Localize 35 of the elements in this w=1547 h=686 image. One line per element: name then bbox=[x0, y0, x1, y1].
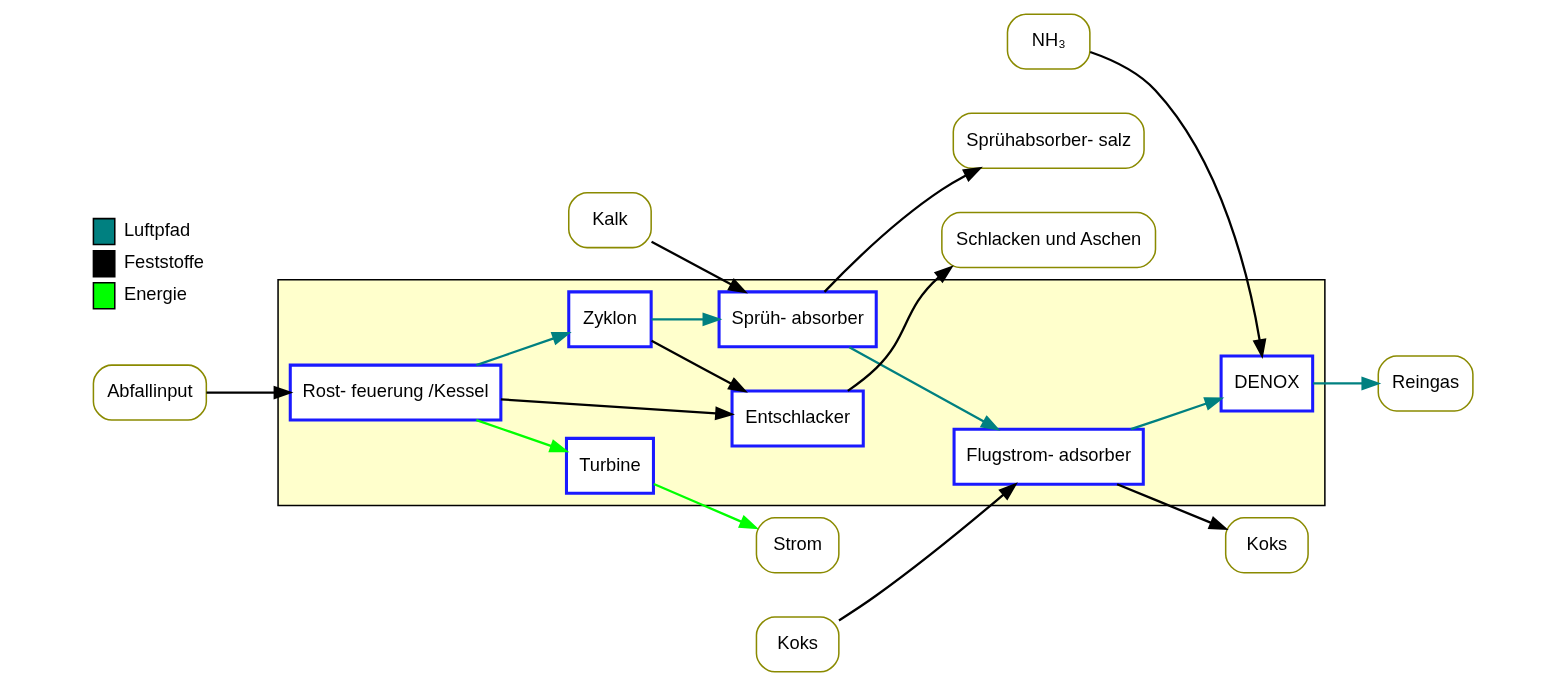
arrow bbox=[837, 482, 1018, 622]
arrow bbox=[1089, 50, 1266, 359]
arrow bbox=[650, 339, 748, 393]
node-box: Turbine bbox=[564, 436, 655, 495]
arrow bbox=[475, 419, 569, 453]
legend-label: Energie bbox=[123, 283, 187, 305]
node-box: NH₃ bbox=[1006, 13, 1091, 70]
node-box: Abfallinput bbox=[92, 364, 207, 421]
arrow bbox=[205, 385, 293, 400]
legend-label: Feststoffe bbox=[123, 251, 204, 273]
arrow bbox=[652, 483, 759, 530]
arrow bbox=[823, 166, 983, 293]
legend-label: Luftpfad bbox=[123, 219, 190, 241]
node-box: Rost- feuerung /Kessel bbox=[288, 363, 502, 422]
arrow bbox=[500, 398, 735, 421]
node-box: Entschlacker bbox=[730, 389, 865, 448]
node-box: Reingas bbox=[1377, 355, 1474, 412]
node-box: Kalk bbox=[567, 191, 652, 249]
node-box: Sprüh- absorber bbox=[717, 290, 878, 349]
node-box: Sprühabsorber- salz bbox=[952, 112, 1145, 170]
arrow bbox=[848, 346, 1000, 431]
node-box: Schlacken und Aschen bbox=[940, 211, 1156, 269]
node-box: Zyklon bbox=[566, 290, 653, 349]
arrow bbox=[1116, 483, 1229, 531]
node-box: Koks bbox=[755, 616, 840, 673]
arrow bbox=[1312, 376, 1381, 391]
arrow bbox=[475, 332, 572, 367]
node-box: DENOX bbox=[1219, 354, 1314, 413]
node-box: Koks bbox=[1224, 516, 1309, 574]
arrow bbox=[1130, 397, 1224, 431]
arrow bbox=[651, 312, 722, 327]
node-box: Strom bbox=[755, 516, 840, 574]
arrow bbox=[846, 265, 954, 392]
node-box: Flugstrom- adsorber bbox=[952, 427, 1145, 486]
arrow bbox=[650, 240, 748, 294]
